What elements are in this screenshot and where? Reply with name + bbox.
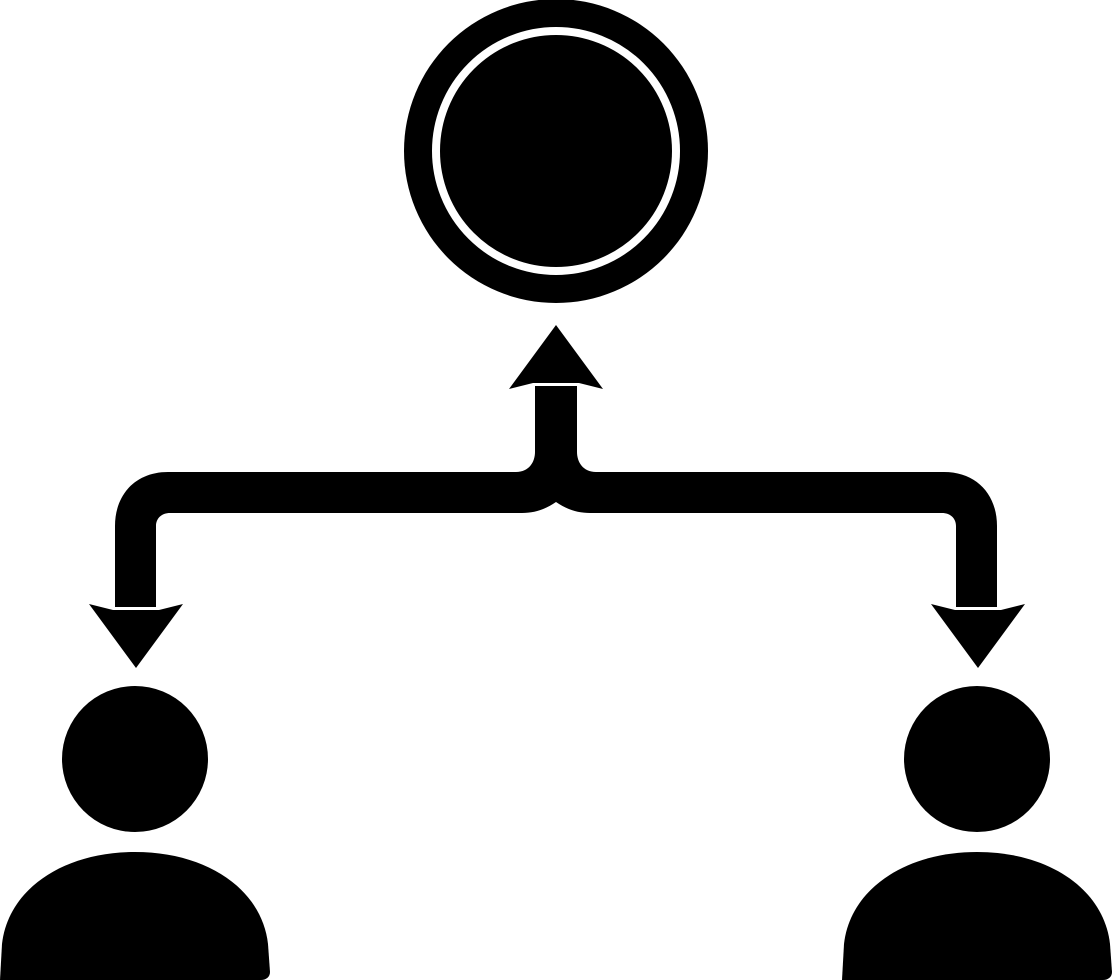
right-branch-connector	[556, 472, 997, 607]
person-icon	[842, 686, 1112, 980]
left-person-body	[0, 852, 270, 980]
central-node-ring	[432, 27, 680, 275]
arrow-up-icon	[509, 325, 603, 389]
central-node-icon	[404, 0, 708, 303]
left-person-head	[62, 686, 208, 832]
arrow-down-icon	[931, 604, 1025, 668]
central-node-outer-circle	[404, 0, 708, 303]
right-person-head	[904, 686, 1050, 832]
left-branch-connector	[115, 472, 556, 607]
right-person-body	[842, 852, 1112, 980]
connector-arrows	[89, 325, 1025, 668]
arrow-down-icon	[89, 604, 183, 668]
center-stem-connector	[516, 386, 596, 500]
person-icon	[0, 686, 270, 980]
